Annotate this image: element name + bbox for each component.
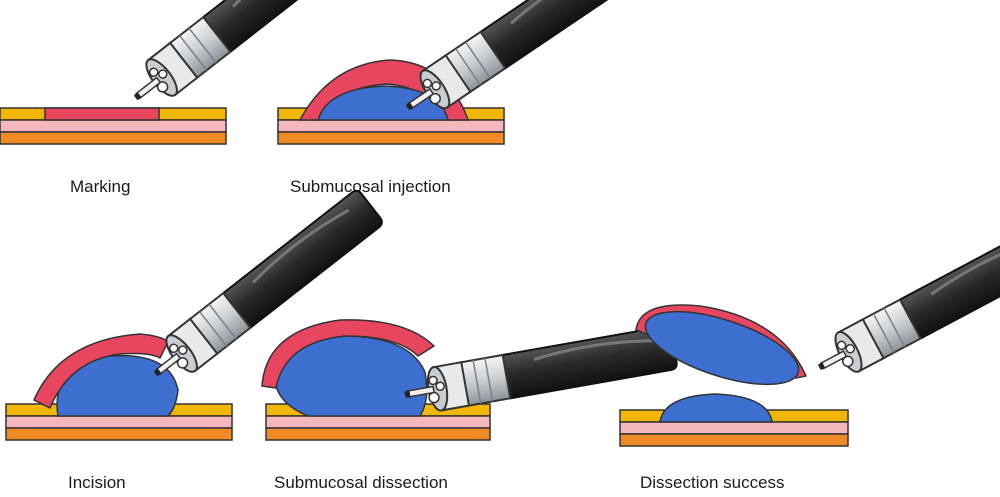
tissue-layers — [5, 403, 233, 441]
step-marking: Marking — [0, 0, 366, 196]
step-label-marking: Marking — [70, 177, 130, 196]
step-label-submucosal-dissection: Submucosal dissection — [274, 473, 448, 492]
step-label-incision: Incision — [68, 473, 126, 492]
tissue-layers — [265, 403, 491, 441]
step-label-submucosal-injection: Submucosal injection — [290, 177, 451, 196]
endoscope-icon — [399, 323, 680, 418]
step-incision: Incision — [5, 186, 386, 492]
residual-fluid-cushion — [659, 393, 773, 423]
step-label-dissection-success: Dissection success — [640, 473, 785, 492]
lesion — [44, 107, 160, 121]
resected-specimen — [635, 304, 808, 386]
step-submucosal-dissection: Submucosal dissection — [261, 319, 680, 492]
dissected-lesion-flap — [261, 319, 436, 389]
step-submucosal-injection: Submucosal injection — [277, 0, 648, 196]
endoscope-icon — [807, 218, 1000, 389]
step-dissection-success: Dissection success — [619, 218, 1000, 492]
